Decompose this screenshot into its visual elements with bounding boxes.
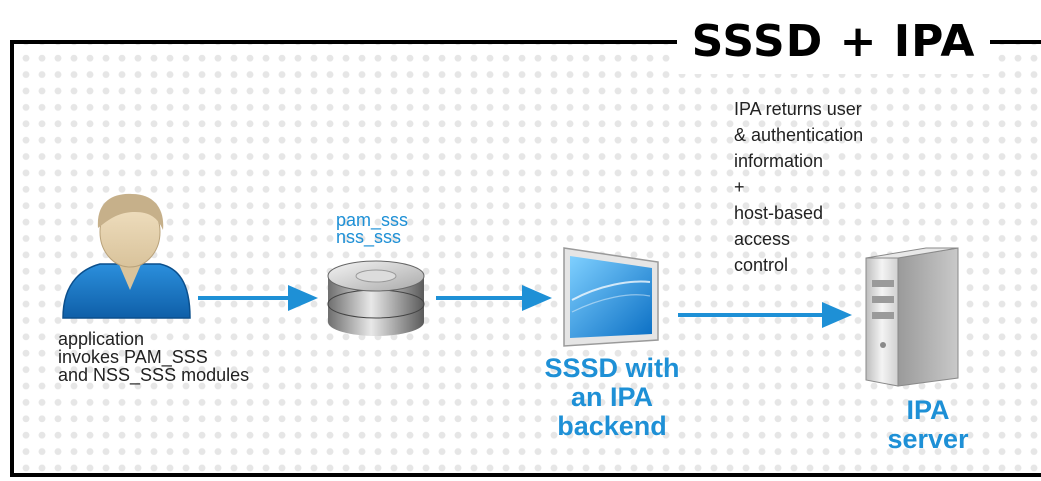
diagram-title: SSSD + IPA — [691, 15, 976, 67]
server-tower-icon — [865, 247, 959, 387]
disk-stack-icon — [327, 260, 425, 336]
sssd-label: SSSD with an IPA backend — [544, 353, 680, 441]
user-icon — [62, 193, 191, 319]
application-label: application invokes PAM_SSS and NSS_SSS … — [58, 329, 250, 385]
modules-label: pam_sss nss_sss — [336, 210, 409, 247]
title-box: SSSD + IPA — [677, 8, 990, 74]
arrow-modules-to-sssd — [436, 285, 552, 311]
arrow-sssd-to-server — [678, 302, 852, 328]
ipa-server-label: IPA server — [887, 395, 969, 454]
arrow-app-to-modules — [198, 285, 318, 311]
ipa-returns-text: IPA returns user & authentication inform… — [734, 99, 864, 275]
monitor-icon — [563, 247, 659, 347]
